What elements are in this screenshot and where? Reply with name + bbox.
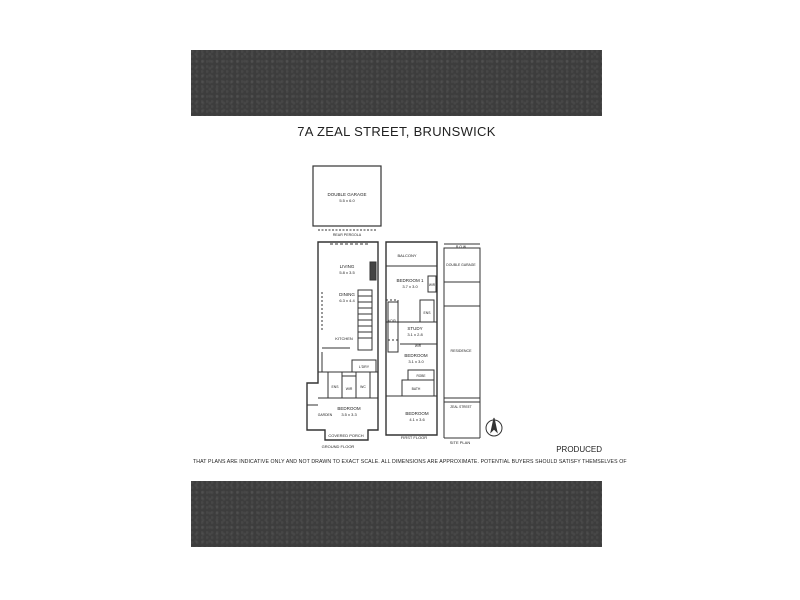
ff-wir-box xyxy=(427,275,437,293)
site-garage-label: DOUBLE GARAGE xyxy=(446,263,476,267)
ff-bedroom-dims: 3.1 x 3.0 xyxy=(408,359,424,364)
site-plan-label: SITE PLAN xyxy=(450,440,471,445)
bedroom4-name: BEDROOM xyxy=(405,411,429,416)
bedroom4-dims: 4.1 x 3.6 xyxy=(409,417,425,422)
study-dims: 3.1 x 2.8 xyxy=(407,332,423,337)
wir-label: WIR xyxy=(346,387,353,391)
gf-bedroom-dims: 3.5 x 3.3 xyxy=(341,412,357,417)
bath-label: BATH xyxy=(412,387,421,391)
kitchen-label: KITCHEN xyxy=(335,336,353,341)
ground-floor-label: GROUND FLOOR xyxy=(322,444,355,449)
balcony-label: BALCONY xyxy=(397,253,416,258)
bedroom1-dims: 3.7 x 3.0 xyxy=(402,284,418,289)
produced-label: PRODUCED xyxy=(556,445,602,454)
garden-label: GARDEN xyxy=(318,413,333,417)
covered-porch-label: COVERED PORCH xyxy=(328,433,363,438)
void-label: VOID xyxy=(388,319,396,323)
fireplace xyxy=(369,261,377,281)
dining-name: DINING xyxy=(339,292,355,297)
rear-pergola-label: REAR PERGOLA xyxy=(333,233,362,237)
study-name: STUDY xyxy=(407,326,422,331)
disclaimer-text: THAT PLANS ARE INDICATIVE ONLY AND NOT D… xyxy=(193,459,627,465)
ff-bedroom-name: BEDROOM xyxy=(404,353,428,358)
ground-floor-outline xyxy=(306,241,379,441)
property-address: 7A ZEAL STREET, BRUNSWICK xyxy=(297,124,496,139)
robe-label: ROBE xyxy=(416,374,425,378)
site-lane-label: R.O.W xyxy=(456,245,467,249)
living-name: LIVING xyxy=(340,264,355,269)
garage-outline xyxy=(312,165,382,227)
garage-dims: 5.5 x 6.0 xyxy=(339,198,355,203)
garage-name: DOUBLE GARAGE xyxy=(327,192,366,197)
ens-label: ENS xyxy=(332,385,340,389)
site-garage xyxy=(443,247,481,283)
ff-ens-label: ENS xyxy=(424,311,432,315)
laundry-label: L'DRY xyxy=(359,365,370,369)
first-floor-outline xyxy=(385,241,438,436)
ff-stairs xyxy=(387,301,399,353)
top-banner xyxy=(191,50,602,116)
site-residence-label: RESIDENCE xyxy=(451,349,473,353)
ff-wir2-label: WIR xyxy=(415,344,422,348)
bedroom1-name: BEDROOM 1 xyxy=(396,278,424,283)
bottom-banner xyxy=(191,481,602,547)
dining-dims: 6.3 x 4.4 xyxy=(339,298,355,303)
ff-wir-label: WIR xyxy=(429,283,436,287)
first-floor-label: FIRST FLOOR xyxy=(401,435,427,440)
living-dims: 5.8 x 3.5 xyxy=(339,270,355,275)
site-street-label: ZEAL STREET xyxy=(450,405,471,409)
gf-bedroom-name: BEDROOM xyxy=(337,406,361,411)
wc-label: WC xyxy=(360,385,366,389)
